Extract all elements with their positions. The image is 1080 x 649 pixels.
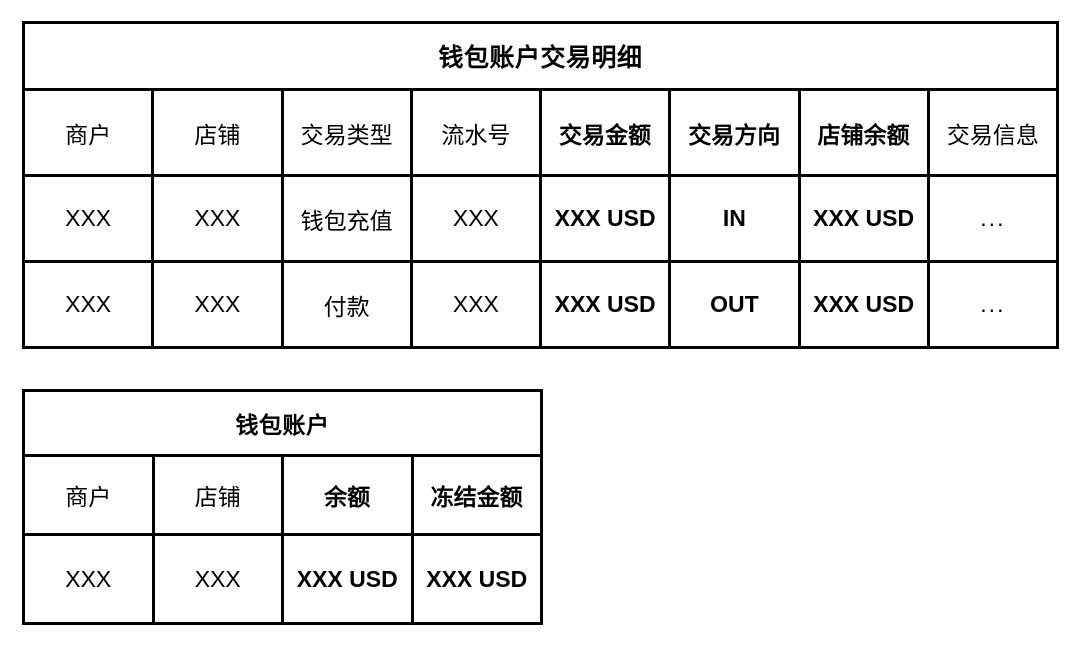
column-header-transaction-info: 交易信息 (926, 88, 1060, 177)
cell-transaction-type: 钱包充值 (280, 174, 413, 263)
cell-balance: XXX USD (281, 533, 414, 625)
column-header-frozen-amount: 冻结金额 (410, 454, 543, 536)
wallet-account-table-container: 钱包账户 商户 店铺 余额 冻结金额 XXX XXX XXX USD XXX U… (22, 389, 543, 625)
cell-transaction-amount: XXX USD (538, 260, 672, 349)
cell-shop-balance: XXX USD (797, 174, 930, 263)
cell-shop: XXX (151, 260, 284, 349)
cell-transaction-direction: OUT (668, 260, 801, 349)
transaction-detail-table: 钱包账户交易明细 商户 店铺 交易类型 流水号 交易金额 交易方向 店铺余额 交… (21, 21, 1060, 349)
cell-merchant: XXX (21, 174, 155, 263)
column-header-transaction-direction: 交易方向 (668, 88, 801, 177)
cell-frozen-amount: XXX USD (410, 533, 543, 625)
wallet-account-table: 钱包账户 商户 店铺 余额 冻结金额 XXX XXX XXX USD XXX U… (22, 389, 543, 625)
cell-merchant: XXX (21, 260, 155, 349)
column-header-transaction-type: 交易类型 (280, 88, 413, 177)
cell-serial-number: XXX (409, 260, 543, 349)
cell-transaction-info: ... (926, 260, 1060, 349)
cell-shop: XXX (151, 174, 284, 263)
cell-transaction-type: 付款 (280, 260, 413, 349)
table-title-row: 钱包账户交易明细 (21, 21, 1060, 91)
cell-transaction-direction: IN (668, 174, 801, 263)
column-header-merchant: 商户 (21, 88, 155, 177)
table-row: XXX XXX XXX USD XXX USD (22, 533, 543, 625)
table-title-row: 钱包账户 (22, 389, 543, 457)
column-header-transaction-amount: 交易金额 (538, 88, 672, 177)
table-row: XXX XXX 钱包充值 XXX XXX USD IN XXX USD ... (21, 174, 1060, 263)
table-header-row: 商户 店铺 余额 冻结金额 (22, 454, 543, 536)
cell-serial-number: XXX (409, 174, 543, 263)
column-header-balance: 余额 (281, 454, 414, 536)
cell-merchant: XXX (22, 533, 155, 625)
column-header-serial-number: 流水号 (409, 88, 543, 177)
cell-transaction-info: ... (926, 174, 1060, 263)
cell-shop-balance: XXX USD (797, 260, 930, 349)
transaction-detail-table-title: 钱包账户交易明细 (21, 21, 1060, 91)
cell-transaction-amount: XXX USD (538, 174, 672, 263)
transaction-detail-table-container: 钱包账户交易明细 商户 店铺 交易类型 流水号 交易金额 交易方向 店铺余额 交… (21, 21, 1060, 349)
column-header-shop: 店铺 (151, 88, 284, 177)
cell-shop: XXX (151, 533, 284, 625)
column-header-merchant: 商户 (22, 454, 155, 536)
wallet-account-table-title: 钱包账户 (22, 389, 543, 457)
column-header-shop-balance: 店铺余额 (797, 88, 930, 177)
table-header-row: 商户 店铺 交易类型 流水号 交易金额 交易方向 店铺余额 交易信息 (21, 88, 1060, 177)
column-header-shop: 店铺 (151, 454, 284, 536)
table-row: XXX XXX 付款 XXX XXX USD OUT XXX USD ... (21, 260, 1060, 349)
